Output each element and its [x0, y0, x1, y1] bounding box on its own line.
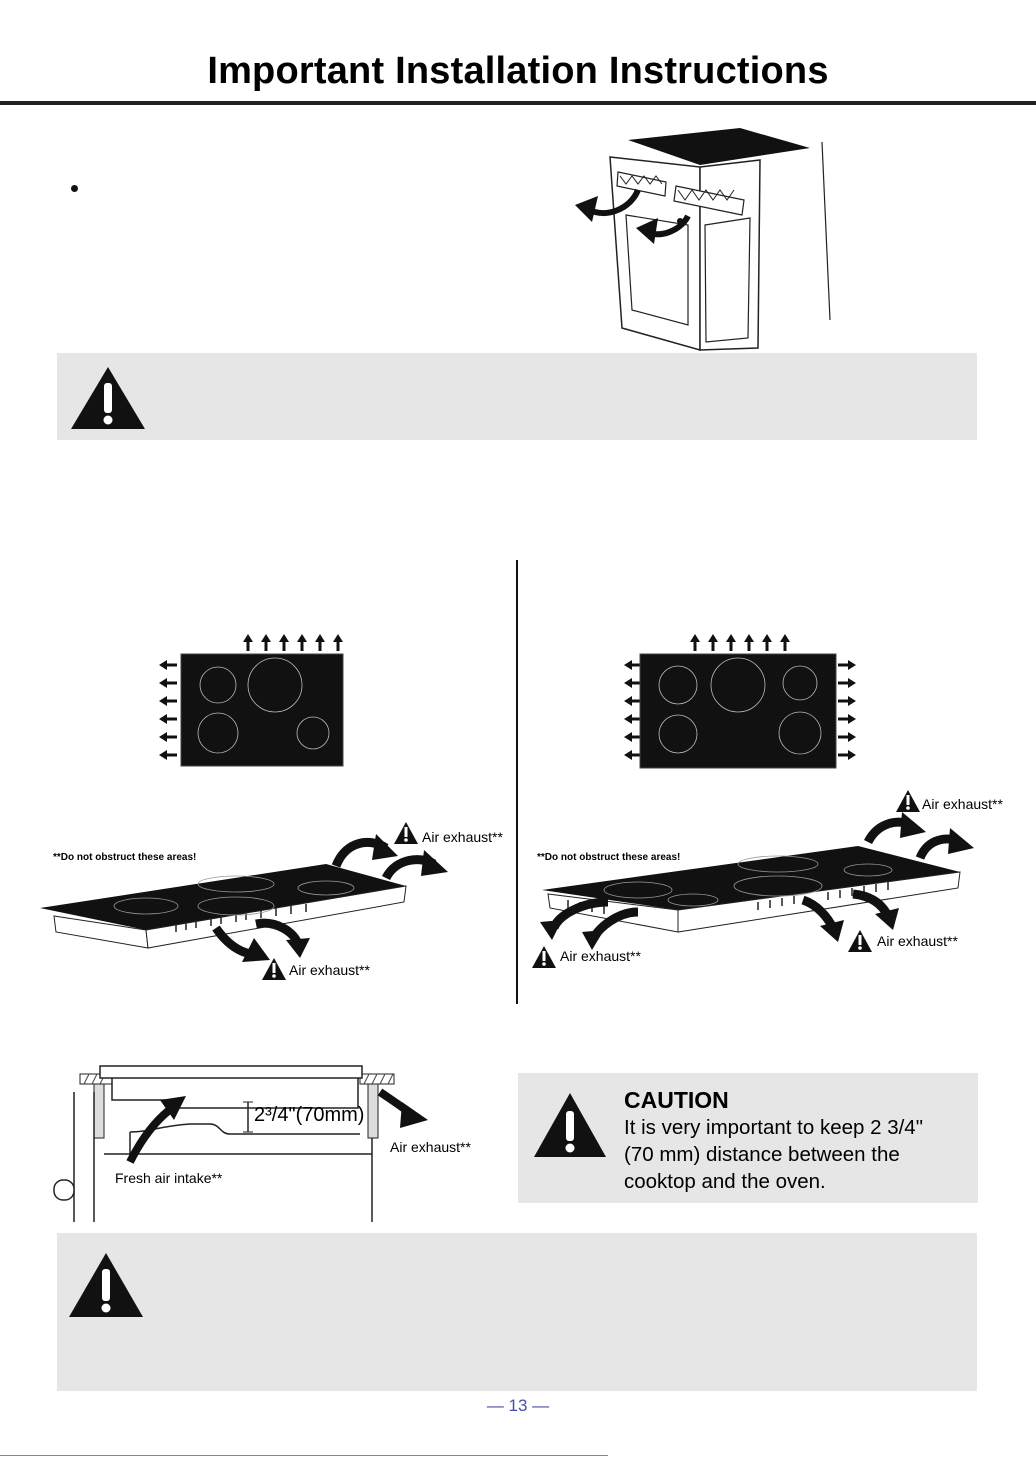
do-not-obstruct-note-left: **Do not obstruct these areas! — [53, 852, 197, 863]
cooktop-top-view-left — [159, 634, 344, 767]
bullet-point — [71, 185, 78, 192]
dimension-label: 2³/4"(70mm) — [254, 1104, 365, 1126]
warning-triangle-icon — [534, 1093, 606, 1157]
warning-box-bottom — [57, 1233, 977, 1391]
caution-title: CAUTION — [624, 1087, 729, 1113]
cross-section-diagram — [53, 1065, 428, 1222]
warning-triangle-icon — [532, 946, 556, 968]
cooktop-top-view-right — [624, 634, 856, 769]
warning-triangle-icon — [262, 958, 286, 980]
do-not-obstruct-note-right: **Do not obstruct these areas! — [537, 852, 681, 863]
title-divider — [0, 101, 1036, 105]
warning-triangle-icon — [896, 790, 920, 812]
air-exhaust-label: Air exhaust** — [422, 829, 503, 845]
air-exhaust-label: Air exhaust** — [289, 962, 370, 978]
column-divider — [516, 560, 518, 1004]
bottom-divider — [0, 1455, 608, 1456]
warning-box-ventilation — [57, 353, 977, 440]
page-title: Important Installation Instructions — [207, 50, 829, 92]
cabinet-ventilation-illustration — [575, 128, 831, 351]
warning-triangle-icon — [71, 367, 145, 429]
air-exhaust-label: Air exhaust** — [390, 1139, 471, 1155]
cooktop-perspective-right — [532, 790, 974, 968]
warning-triangle-icon — [69, 1253, 143, 1317]
caution-box: CAUTION It is very important to keep 2 3… — [518, 1073, 978, 1203]
caution-line-3: cooktop and the oven. — [624, 1170, 826, 1193]
cooktop-perspective-left — [40, 822, 448, 980]
warning-triangle-icon — [394, 822, 418, 844]
air-exhaust-label: Air exhaust** — [560, 948, 641, 964]
caution-line-2: (70 mm) distance between the — [624, 1143, 900, 1166]
caution-line-1: It is very important to keep 2 3/4" — [624, 1116, 923, 1139]
air-exhaust-label: Air exhaust** — [922, 796, 1003, 812]
warning-triangle-icon — [848, 930, 872, 952]
air-exhaust-label: Air exhaust** — [877, 933, 958, 949]
page-number: — 13 — — [486, 1396, 550, 1415]
fresh-air-intake-label: Fresh air intake** — [115, 1170, 223, 1186]
